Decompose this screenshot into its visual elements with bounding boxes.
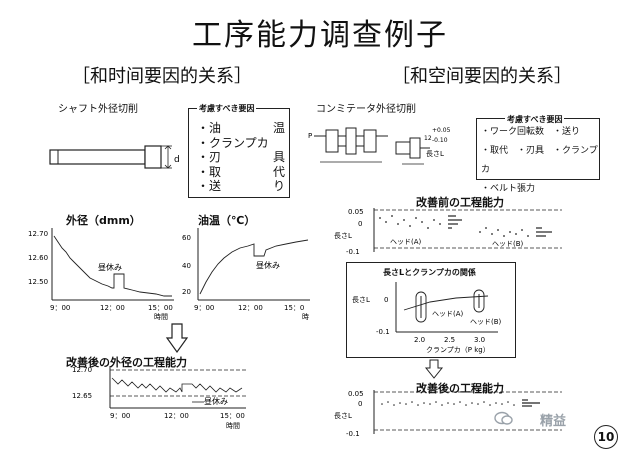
right-factors-box: 考慮すべき要因 ・ワーク回転数 ・送り ・取代 ・刃具 ・クランプカ ・ベルト張… (476, 114, 600, 194)
factor-item: ・刃具 (197, 150, 285, 164)
relation-xlabel: クランプカ（P kg） (426, 346, 490, 354)
nominal: 12 (424, 135, 432, 142)
p-label: P (308, 132, 312, 140)
dim-label: d (174, 155, 180, 165)
chart1-annotation: 昼休み (98, 262, 122, 272)
left-factors-box: 考慮すべき要因 ・油温 ・クランプカ ・刃具 ・取代 ・送り (188, 103, 290, 198)
chart1-plot: 12.70 12.60 12.50 昼休み 9：00 12：00 15：00 時… (28, 228, 174, 321)
factor-item: ・クランプカ (197, 135, 269, 150)
factor-item: ・送り (197, 179, 285, 193)
after-xtick: 15：00 (220, 412, 245, 420)
after-xunit: 時間 (226, 422, 240, 430)
relation-ytick: 0 (384, 296, 388, 304)
relation-head-a: ヘッド(A) (432, 310, 464, 318)
relation-head-b: ヘッド(B) (470, 318, 502, 326)
left-section-heading: ［和时间要因的关系］ (72, 66, 252, 87)
page-title: 工序能力调查例子 (192, 18, 448, 53)
relation-title: 長さLとクランプカの関係 (383, 268, 476, 277)
chart1-xtick: 15：00 (148, 304, 173, 312)
chart1-title: 外径（dmm） (66, 214, 141, 227)
chart2-xtick: 15：0 (284, 304, 304, 312)
length-label: 長さL (426, 150, 444, 158)
right-factors-title: 考慮すべき要因 (505, 114, 565, 125)
left-factors-list: ・油温 ・クランプカ ・刃具 ・取代 ・送り (197, 121, 285, 194)
relation-box: 長さLとクランプカの関係 (346, 262, 516, 358)
left-after-title: 改善後の外径の工程能力 (66, 356, 187, 369)
after-xtick: 12：00 (164, 412, 189, 420)
after-ytick: 12.65 (72, 392, 92, 400)
right-factor-line: ・ベルト張力 (481, 184, 536, 194)
chart2-plot: 60 40 20 昼休み 9：00 12：00 15：0 時 (182, 228, 310, 321)
chart2-ytick: 40 (182, 262, 191, 270)
relation-xtick: 3.0 (474, 336, 485, 344)
chart2-title: 油温（℃） (198, 214, 256, 227)
relation-plot: 長さL 0 -0.1 ヘッド(A) ヘッド(B) 2.0 2.5 3.0 クラン… (352, 282, 502, 354)
factor-item: ・取代 (197, 164, 285, 179)
chart2-ytick: 60 (182, 234, 191, 242)
tolerance-upper: +0.05 (432, 127, 451, 134)
down-arrow (165, 323, 189, 354)
wechat-icon (494, 411, 513, 425)
before-ytick: 0.05 (348, 208, 364, 216)
after-xtick: 9：00 (110, 412, 130, 420)
right-part-name: コンミテータ外径切削 (316, 104, 416, 115)
before-ytick: -0.1 (346, 248, 360, 256)
before-head-b: ヘッド(B) (492, 240, 524, 248)
chart2-xunit: 時 (302, 313, 309, 321)
chart1-ytick: 12.70 (28, 230, 48, 238)
chart1-ytick: 12.60 (28, 254, 48, 262)
right-after-plot: 0.05 0 -0.1 長さL (334, 390, 562, 438)
before-head-a: ヘッド(A) (390, 238, 422, 246)
before-ylabel: 長さL (334, 232, 352, 240)
chart2-ytick: 20 (182, 288, 191, 296)
page-number: 10 (594, 425, 618, 449)
after-r-ytick: -0.1 (346, 430, 360, 438)
relation-ytick: -0.1 (376, 328, 390, 336)
right-before-title: 改善前の工程能力 (416, 196, 504, 209)
chart1-ytick: 12.50 (28, 278, 48, 286)
after-r-ytick: 0.05 (348, 390, 364, 398)
down-arrow-right (424, 359, 444, 379)
left-part-name: シャフト外径切削 (58, 104, 138, 115)
right-factor-line: ・取代 ・刃具 ・クランプカ (481, 146, 598, 175)
chart2-xtick: 9：00 (194, 304, 214, 312)
watermark: 精益 (540, 414, 567, 429)
relation-xtick: 2.5 (444, 336, 455, 344)
after-r-ylabel: 長さL (334, 412, 352, 420)
chart2-xtick: 12：00 (238, 304, 263, 312)
tolerance-lower: -0.10 (432, 137, 448, 144)
right-section-heading: ［和空间要因的关系］ (392, 66, 572, 87)
right-before-plot: 0.05 0 -0.1 長さL ヘッド(A) ヘッド(B) (334, 208, 562, 256)
chart1-xunit: 時間 (154, 313, 168, 321)
chart1-xtick: 12：00 (100, 304, 125, 312)
relation-ylabel: 長さL (352, 296, 370, 304)
left-after-plot: 12.70 12.65 昼休み 9：00 12：00 15：00 時間 (72, 366, 246, 430)
left-factors-title: 考慮すべき要因 (197, 103, 257, 114)
right-factor-line: ・ワーク回転数 ・送り (481, 127, 581, 137)
after-annotation: 昼休み (204, 396, 228, 406)
chart2-annotation: 昼休み (256, 260, 280, 270)
relation-xtick: 2.0 (414, 336, 425, 344)
before-ytick: 0 (358, 220, 362, 228)
after-ytick: 12.70 (72, 366, 92, 374)
shaft-drawing: d (49, 145, 180, 169)
chart1-xtick: 9：00 (50, 304, 70, 312)
after-r-ytick: 0 (358, 400, 362, 408)
factor-item: ・油温 (197, 121, 285, 135)
commutator-drawing: P +0.05 12 -0.10 長さL (308, 127, 451, 165)
